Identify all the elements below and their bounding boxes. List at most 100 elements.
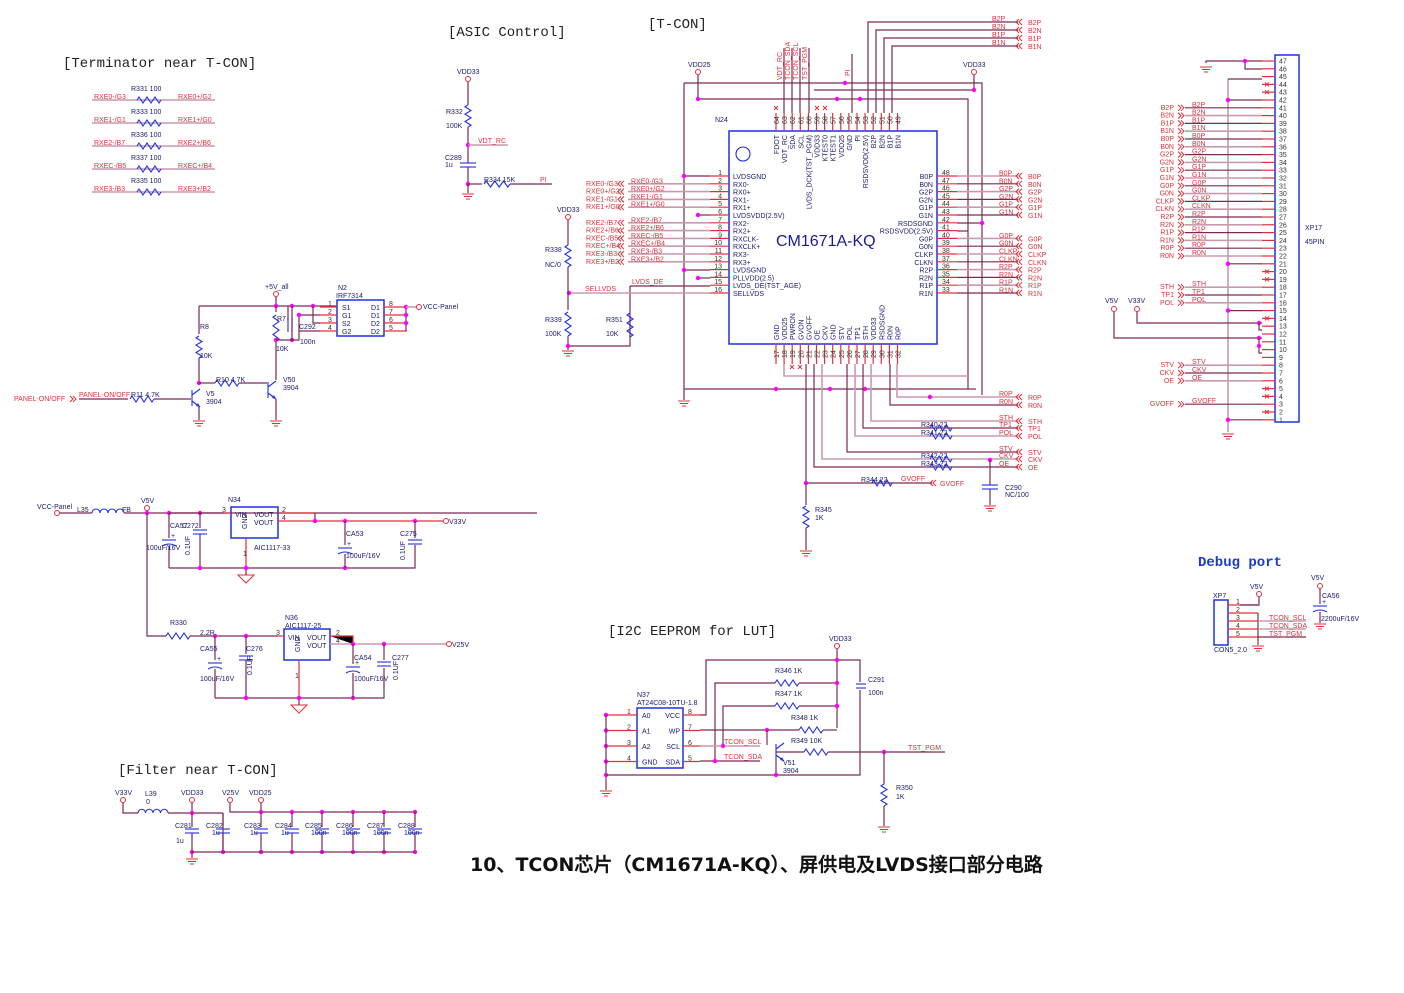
pin-name: R0N [887, 326, 894, 340]
pin-name: VIN [235, 512, 247, 519]
power-rail-label: VDD25 [249, 790, 272, 797]
pin-number: 6 [389, 317, 393, 324]
chip-part-number: CM1671A-KQ [776, 233, 876, 250]
power-rail-label: V33V [449, 519, 466, 526]
connector-type: CON5_2.0 [1214, 647, 1247, 654]
net-label: CKV [1192, 367, 1207, 374]
connector-pin-number: 16 [1279, 300, 1287, 307]
section-title-debug: Debug port [1198, 555, 1282, 571]
net-label: B1P [1192, 117, 1206, 124]
pin-name: VDT_RC [782, 135, 789, 163]
connector-pin-number: 32 [1279, 176, 1287, 183]
chevron-icon [617, 180, 625, 188]
junction-dot [834, 680, 840, 686]
net-label: CLKP [1192, 195, 1211, 202]
pin-name: CKV [823, 325, 830, 340]
power-port-icon [971, 69, 977, 75]
pin-name: S2 [342, 321, 351, 328]
offpage-connector-icon [1177, 135, 1185, 143]
pin-number: 30 [879, 350, 886, 358]
net-label: CKV [999, 453, 1014, 460]
wire [1240, 597, 1260, 606]
chip-ref: N2 [338, 285, 347, 292]
junction-dot [1225, 308, 1231, 313]
resistor-label: R11 4.7K [131, 392, 160, 399]
net-label-vertical: VDT_RC [777, 52, 784, 80]
pin-number: 8 [389, 301, 393, 308]
resistor-icon [136, 119, 162, 127]
pin-number: 55 [847, 116, 854, 124]
connector-pin-number: 17 [1279, 293, 1287, 300]
cap-value: 100uF/16V [346, 553, 381, 560]
cap-ref: C275 [400, 531, 417, 538]
offpage-connector-icon [1177, 166, 1185, 174]
pin-name: S1 [342, 305, 351, 312]
chevron-icon [617, 203, 625, 211]
resistor-label: R335 100 [131, 178, 161, 185]
offpage-connector-icon [1177, 174, 1185, 182]
offpage-connector-icon [1015, 250, 1023, 258]
eeprom-chip-body [636, 707, 684, 769]
pin-name: R1N [919, 291, 933, 298]
polarized-capacitor-icon: + [1312, 599, 1328, 613]
junction-dot [1225, 261, 1231, 266]
ground-icon [878, 826, 890, 833]
net-label: R2P [999, 264, 1013, 271]
resistor-label: R333 100 [131, 109, 161, 116]
resistor-label: R346 1K [775, 668, 803, 675]
connector-ref: XP7 [1213, 593, 1226, 600]
chevron-icon [1177, 174, 1185, 182]
resistor-value: NC/0 [545, 262, 561, 269]
resistor-icon [194, 335, 204, 359]
offpage-connector-icon [1015, 455, 1023, 463]
x [797, 364, 803, 370]
net-label: TCON_SDA [1269, 623, 1307, 630]
plus-sign: + [171, 533, 175, 540]
inductor-value: FB [122, 507, 131, 514]
cap-value: NC/100 [1005, 492, 1029, 499]
offpage-connector-icon [617, 235, 625, 242]
plus-sign: + [355, 660, 359, 667]
offpage-net-label: GVOFF [1150, 401, 1174, 408]
wire [783, 364, 968, 377]
pin-number: 49 [896, 116, 903, 124]
section-title-terminator: [Terminator near T-CON] [63, 56, 256, 72]
resistor-icon [165, 632, 191, 640]
offpage-connector-icon [1015, 266, 1023, 273]
connector-pin-number: 30 [1279, 191, 1287, 198]
offpage-connector-icon [1177, 127, 1185, 135]
net-label: B0N [999, 178, 1013, 185]
offpage-connector-icon [1177, 198, 1185, 205]
cap-value: 0.1UF [400, 541, 407, 560]
cap-value: 100n [868, 690, 884, 697]
net-label: B2N [992, 24, 1006, 31]
wire [700, 659, 861, 716]
connector-pin-number: 21 [1279, 261, 1287, 268]
cap-ref: C285 [305, 823, 322, 830]
offpage-connector-icon [1015, 393, 1023, 401]
ground-icon [289, 704, 309, 714]
wire [569, 286, 631, 347]
offpage-connector-icon [1177, 400, 1185, 408]
wire [1136, 312, 1262, 324]
pin-name: KTEST0 [823, 135, 830, 162]
